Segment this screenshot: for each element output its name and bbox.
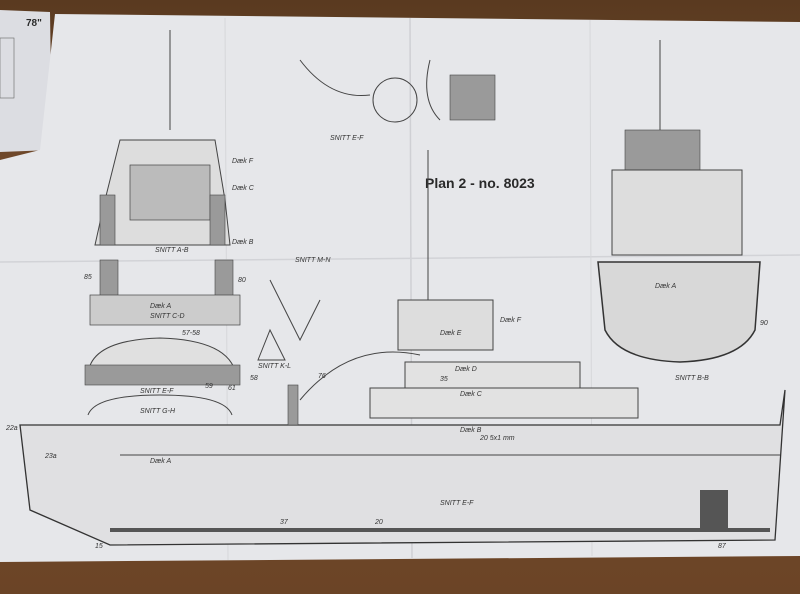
plan-title: Plan 2 - no. 8023 [425, 175, 535, 191]
part-number: 15 [95, 543, 103, 550]
part-number: 90 [760, 320, 768, 327]
part-number: 58 [250, 375, 258, 382]
section-label: SNITT E-F [440, 500, 474, 507]
deck-label: Dæk D [455, 366, 477, 373]
part-number: 80 [238, 277, 246, 284]
section-label: SNITT E-F [140, 388, 174, 395]
deck-label: Dæk F [232, 158, 254, 165]
part-number: 59 [205, 383, 213, 390]
part-number: 61 [228, 385, 236, 392]
part-number: 37 [280, 519, 289, 526]
part-number: 20 5x1 mm [479, 435, 515, 442]
hull-side-elevation: Dæk E Dæk F Dæk D 35 Dæk C Dæk A Dæk B 2… [5, 150, 786, 550]
detail-views-top: SNITT E-F SNITT M-N SNITT K-L [257, 59, 496, 370]
section-view-c-d: Dæk A SNITT C-D 85 80 [84, 259, 246, 326]
deck-label: Dæk F [500, 317, 522, 324]
part-number: 87 [718, 543, 727, 550]
section-label: SNITT K-L [258, 363, 291, 370]
section-label: SNITT M-N [295, 257, 331, 264]
section-label: SNITT E-F [330, 135, 364, 142]
deck-label: Dæk C [460, 391, 483, 398]
part-number: 35 [440, 376, 448, 383]
side-sheet-text: 78" [26, 18, 42, 29]
deck-label: Dæk C [232, 185, 255, 192]
section-label: SNITT G-H [140, 408, 176, 415]
section-label: SNITT C-D [150, 313, 185, 320]
section-label: SNITT B-B [675, 375, 709, 382]
part-number: 23a [44, 453, 57, 460]
part-number: 85 [84, 274, 92, 281]
deck-label: Dæk A [150, 458, 171, 465]
deck-label: Dæk E [440, 330, 462, 337]
part-number: 22a [5, 425, 18, 432]
section-views-e-f-g-h: SNITT E-F 57-58 SNITT G-H 59 [84, 330, 241, 416]
part-number: 20 [374, 519, 383, 526]
part-number: 57-58 [182, 330, 200, 337]
deck-label: Dæk A [655, 283, 676, 290]
section-label: SNITT A-B [155, 247, 189, 254]
part-number: 76 [318, 373, 326, 380]
deck-label: Dæk A [150, 303, 171, 310]
side-sheet: 78" [0, 10, 52, 152]
deck-label: Dæk B [232, 239, 254, 246]
section-view-a-b: SNITT A-B Dæk F Dæk C Dæk B [94, 30, 255, 254]
deck-label: Dæk B [460, 427, 482, 434]
section-view-right: Dæk A SNITT B-B 90 [597, 40, 768, 382]
